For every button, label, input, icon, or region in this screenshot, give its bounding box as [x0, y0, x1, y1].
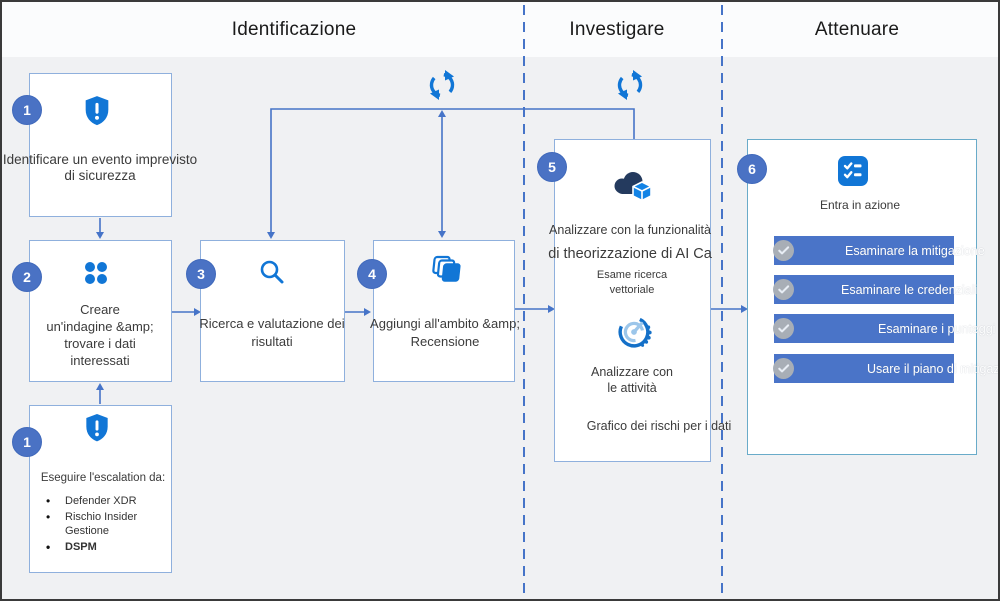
header-band: [2, 2, 998, 57]
cloud-cube-icon: [614, 172, 652, 202]
action-bar-label: Esaminare le credenziali: [841, 282, 978, 297]
flow-connectors: [99, 108, 741, 404]
phase-header-attenuare: Attenuare: [814, 19, 900, 40]
step-badge-1: 1: [12, 95, 42, 125]
step-badge-2: 2: [12, 262, 42, 292]
search-icon: [260, 260, 284, 284]
step2-text-line1: Creare: [80, 302, 120, 317]
check-circle-icon: [773, 240, 794, 261]
step5-text-line1: Analizzare con la funzionalità: [549, 223, 711, 237]
layers-stack-icon: [432, 255, 461, 282]
feedback-loop-line: [270, 108, 635, 232]
grid-dots-icon: [85, 262, 107, 284]
step2-text-line2: un'indagine &amp;: [46, 319, 154, 334]
step-badge-6: 6: [737, 154, 767, 184]
check-circle-icon: [773, 279, 794, 300]
arrowheads: [96, 110, 748, 390]
phase-divider-lines: [523, 5, 723, 598]
step5-text-line2: di theorizzazione di AI Ca: [548, 246, 712, 262]
step-badge-3: 3: [186, 259, 216, 289]
step5-subtext-line2: vettoriale: [609, 284, 655, 296]
escalation-badge-1: 1: [12, 427, 42, 457]
step5-midtext-line1: Analizzare con: [591, 365, 673, 379]
action-bar-3: Esaminare i punteggi di rischio: [773, 314, 998, 343]
step4-text-line2: Recensione: [410, 334, 480, 349]
sync-icon: [617, 70, 643, 100]
step4-text-line1: Aggiungi all'ambito &amp;: [370, 316, 520, 331]
escalation-bullet-dspm: DSPM: [44, 540, 166, 555]
phase-header-identificazione: Identificazione: [231, 19, 357, 40]
escalation-title: Eseguire l'escalation da:: [40, 472, 166, 484]
shield-exclamation-icon: [86, 414, 108, 442]
step1-text-line1: Identificare un evento imprevisto: [2, 152, 198, 167]
step1-box: [29, 73, 172, 217]
step5-subtext-line1: Esame ricerca: [596, 269, 668, 281]
step3-text-line1: Ricerca e valutazione dei: [199, 316, 345, 331]
checklist-icon: [838, 156, 868, 186]
step-badge-5: 5: [537, 152, 567, 182]
action-bar-4: Usare il piano di mitigazione: [773, 354, 998, 383]
action-bar-label: Usare il piano di mitigazione: [867, 361, 1000, 376]
phase-header-investigare: Investigare: [569, 19, 665, 40]
step3-text-line2: risultati: [251, 334, 293, 349]
escalation-bullet-list: Defender XDR Rischio Insider Gestione DS…: [44, 494, 166, 555]
step5-bottom-text: Grafico dei rischi per i dati: [586, 419, 732, 433]
escalation-bullet-defender-xdr: Defender XDR: [44, 494, 166, 509]
step2-text-line3: trovare i dati: [64, 336, 136, 351]
check-circle-icon: [773, 358, 794, 379]
step6-title: Entra in azione: [819, 198, 901, 212]
check-circle-icon: [773, 318, 794, 339]
risk-graph-icon: [618, 316, 652, 348]
step1-text-line2: di sicurezza: [64, 168, 136, 183]
step2-text-line4: interessati: [70, 353, 130, 368]
sync-icon: [429, 70, 455, 100]
escalation-bullet-insider-risk: Rischio Insider Gestione: [44, 510, 166, 539]
action-bar-2: Esaminare le credenziali: [773, 275, 977, 304]
shield-exclamation-icon: [85, 96, 109, 126]
action-bar-label: Esaminare la mitigazione: [845, 243, 985, 258]
action-bar-label: Esaminare i punteggi di rischio: [878, 321, 998, 336]
step-badge-4: 4: [357, 259, 387, 289]
step5-midtext-line2: le attività: [607, 381, 657, 395]
action-bar-1: Esaminare la mitigazione: [773, 236, 985, 265]
